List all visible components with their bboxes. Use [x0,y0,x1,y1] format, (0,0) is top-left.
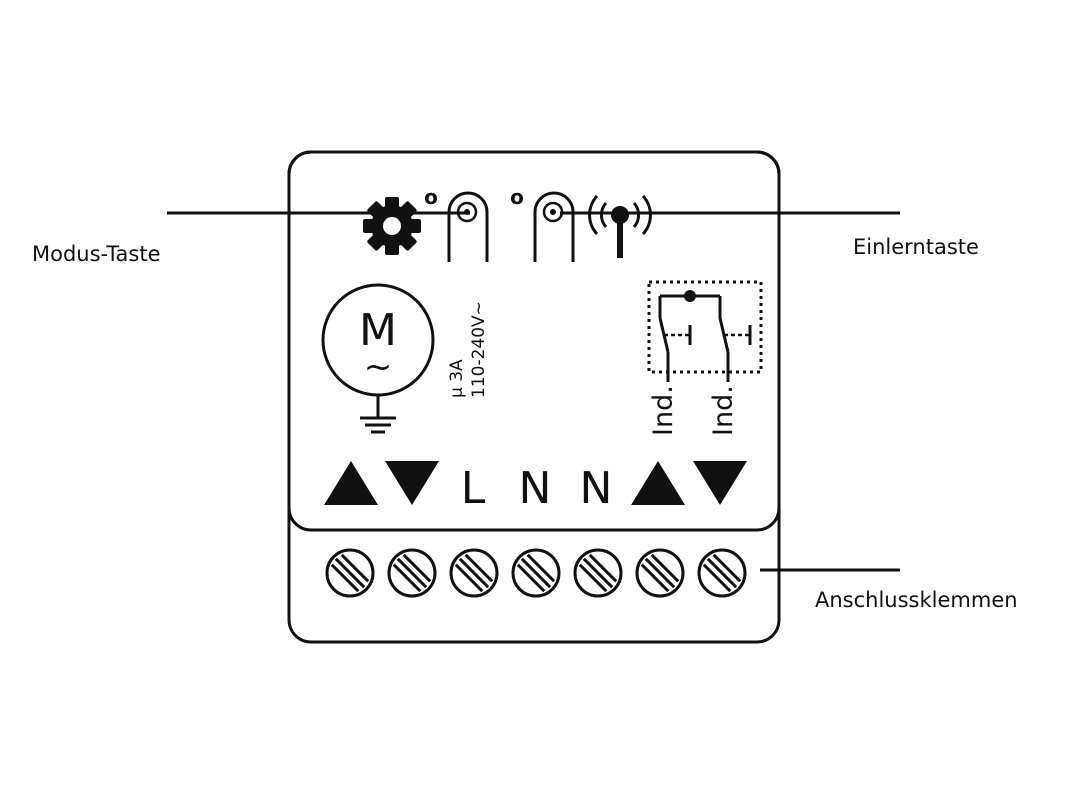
terminal-label-N-1: N [519,463,552,514]
rating-voltage: 110-240V~ [469,301,489,398]
antenna-icon [588,194,652,258]
motor-symbol: M ~ [321,283,435,410]
screw-terminal[interactable] [449,548,499,598]
ground-icon [360,410,396,434]
screw-terminal[interactable] [387,548,437,598]
device-front-panel [287,150,781,532]
terminal-label-down-arrow-1 [385,461,439,505]
terminal-label-down-arrow-2 [693,461,747,505]
screw-terminal[interactable] [573,548,623,598]
learn-button-marker: o [510,185,524,209]
learn-button[interactable] [533,191,575,262]
screw-terminal[interactable] [635,548,685,598]
terminal-label-up-arrow-1 [324,461,378,505]
motor-ac-tilde: ~ [364,347,393,387]
terminal-label-up-arrow-2 [631,461,685,505]
rating-current: µ 3A [447,359,467,398]
gear-icon [363,197,421,255]
screw-terminal[interactable] [511,548,561,598]
mode-button[interactable] [447,191,489,262]
switch-schematic-icon [647,280,763,382]
terminal-label-row: L N N [324,461,747,514]
terminal-label-L: L [461,463,486,514]
screw-terminal[interactable] [697,548,747,598]
mode-button-marker: o [424,185,438,209]
terminal-label-N-2: N [580,463,613,514]
terminals-callout-label: Anschlussklemmen [815,588,1018,612]
screw-terminal[interactable] [325,548,375,598]
motor-letter: M [359,305,397,356]
mode-button-callout-label: Modus-Taste [32,242,161,266]
indicator-label-right: Ind. [708,385,739,436]
screw-terminal-row [325,548,747,598]
indicator-label-left: Ind. [648,385,679,436]
learn-button-callout-label: Einlerntaste [853,235,979,259]
